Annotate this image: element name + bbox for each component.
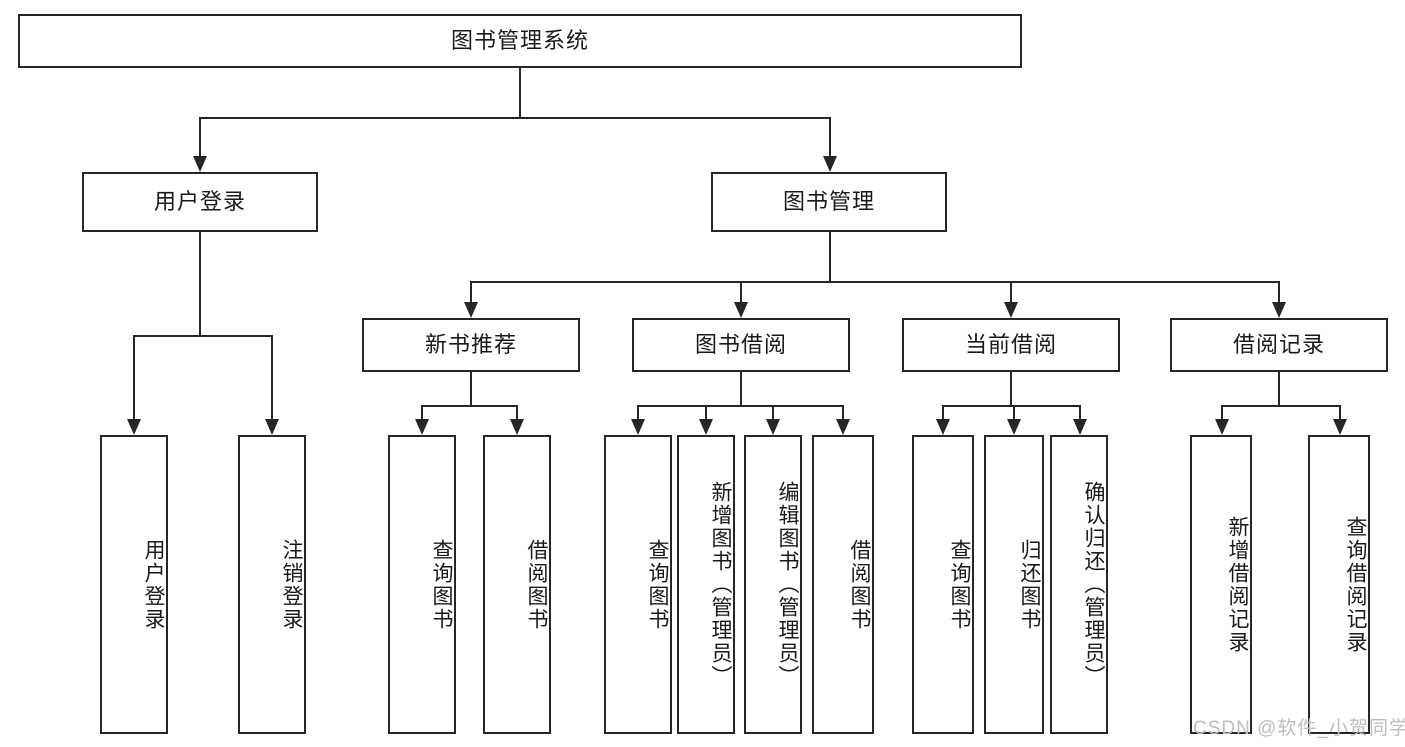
edge-user-stem	[199, 232, 201, 335]
edge-record-stem	[1278, 372, 1280, 405]
edge-root-to-user	[199, 117, 201, 156]
edge-current-to-leaf-0	[942, 405, 944, 419]
arrowhead-book-to-l3-3	[1272, 302, 1286, 318]
leaf-add-book-admin-label: 新增图书（管理员）	[709, 481, 732, 688]
edge-book-to-l3-1	[740, 281, 742, 302]
arrowhead-current-to-leaf-0	[936, 419, 950, 435]
leaf-logout[interactable]: 注销登录	[238, 435, 306, 734]
leaf-add-borrow-record-label: 新增借阅记录	[1226, 515, 1249, 654]
edge-current-stem	[1010, 372, 1012, 405]
leaf-query-borrow-record[interactable]: 查询借阅记录	[1308, 435, 1370, 734]
edge-root-stem	[519, 68, 521, 117]
node-root-label: 图书管理系统	[450, 27, 589, 53]
node-user-login[interactable]: 用户登录	[82, 172, 318, 232]
node-new-book-recommend[interactable]: 新书推荐	[362, 318, 580, 372]
node-book-borrow-label: 图书借阅	[694, 331, 787, 357]
leaf-query-book-borrow[interactable]: 查询图书	[604, 435, 672, 734]
leaf-return-book[interactable]: 归还图书	[984, 435, 1044, 734]
leaf-query-book-current[interactable]: 查询图书	[912, 435, 974, 734]
arrowhead-current-to-leaf-2	[1073, 419, 1087, 435]
arrowhead-record-to-leaf-1	[1333, 419, 1347, 435]
edge-book-bar	[470, 281, 1279, 283]
leaf-confirm-return-admin[interactable]: 确认归还（管理员）	[1050, 435, 1108, 734]
edge-current-to-leaf-2	[1079, 405, 1081, 419]
arrowhead-record-to-leaf-0	[1215, 419, 1229, 435]
node-current-borrow-label: 当前借阅	[964, 331, 1057, 357]
edge-current-to-leaf-1	[1013, 405, 1015, 419]
node-borrow-record[interactable]: 借阅记录	[1170, 318, 1388, 372]
edge-recommend-bar	[421, 405, 518, 407]
node-new-book-recommend-label: 新书推荐	[424, 331, 517, 357]
edge-record-to-leaf-1	[1339, 405, 1341, 419]
leaf-user-login[interactable]: 用户登录	[100, 435, 168, 734]
leaf-add-book-admin[interactable]: 新增图书（管理员）	[677, 435, 735, 734]
leaf-return-book-label: 归还图书	[1018, 538, 1041, 631]
leaf-query-book-recommend[interactable]: 查询图书	[388, 435, 456, 734]
node-user-login-label: 用户登录	[153, 188, 246, 214]
edge-book-to-l3-2	[1010, 281, 1012, 302]
edge-user-to-leaf-0	[133, 335, 135, 419]
arrowhead-borrow-to-leaf-0	[631, 419, 645, 435]
edge-borrow-stem	[740, 372, 742, 405]
edge-current-bar	[942, 405, 1079, 407]
edge-user-bar	[133, 335, 271, 337]
leaf-add-borrow-record[interactable]: 新增借阅记录	[1190, 435, 1252, 734]
arrowhead-book-to-l3-1	[734, 302, 748, 318]
arrowhead-recommend-to-leaf-0	[415, 419, 429, 435]
leaf-borrow-book-recommend[interactable]: 借阅图书	[483, 435, 551, 734]
arrowhead-user-to-leaf-0	[127, 419, 141, 435]
arrowhead-recommend-to-leaf-1	[510, 419, 524, 435]
edge-recommend-to-leaf-0	[421, 405, 423, 419]
leaf-query-book-recommend-label: 查询图书	[430, 538, 453, 631]
edge-recommend-to-leaf-1	[516, 405, 518, 419]
leaf-borrow-book[interactable]: 借阅图书	[812, 435, 874, 734]
arrowhead-borrow-to-leaf-2	[766, 419, 780, 435]
edge-root-to-book	[829, 117, 831, 156]
leaf-edit-book-admin[interactable]: 编辑图书（管理员）	[744, 435, 802, 734]
arrowhead-current-to-leaf-1	[1007, 419, 1021, 435]
leaf-borrow-book-recommend-label: 借阅图书	[525, 538, 548, 631]
arrowhead-book-to-l3-2	[1004, 302, 1018, 318]
arrowhead-book-to-l3-0	[464, 302, 478, 318]
edge-book-to-l3-3	[1278, 281, 1280, 302]
leaf-edit-book-admin-label: 编辑图书（管理员）	[776, 481, 799, 688]
edge-record-to-leaf-0	[1221, 405, 1223, 419]
edge-book-to-l3-0	[470, 281, 472, 302]
node-root-system[interactable]: 图书管理系统	[18, 14, 1022, 68]
edge-borrow-bar	[637, 405, 844, 407]
arrowhead-borrow-to-leaf-1	[699, 419, 713, 435]
arrowhead-borrow-to-leaf-3	[836, 419, 850, 435]
leaf-query-book-current-label: 查询图书	[948, 538, 971, 631]
edge-record-bar	[1221, 405, 1339, 407]
edge-root-bar	[199, 117, 830, 119]
node-book-borrow[interactable]: 图书借阅	[632, 318, 850, 372]
watermark-text: CSDN @软件_小贺同学	[1193, 718, 1405, 739]
edge-recommend-stem	[470, 372, 472, 405]
leaf-borrow-book-label: 借阅图书	[848, 538, 871, 631]
leaf-query-borrow-record-label: 查询借阅记录	[1344, 515, 1367, 654]
node-book-management-label: 图书管理	[782, 188, 875, 214]
node-book-management[interactable]: 图书管理	[711, 172, 947, 232]
edge-borrow-to-leaf-2	[772, 405, 774, 419]
arrowhead-user-to-leaf-1	[265, 419, 279, 435]
leaf-confirm-return-admin-label: 确认归还（管理员）	[1082, 481, 1105, 688]
edge-borrow-to-leaf-3	[842, 405, 844, 419]
leaf-query-book-borrow-label: 查询图书	[646, 538, 669, 631]
node-current-borrow[interactable]: 当前借阅	[902, 318, 1120, 372]
edge-borrow-to-leaf-0	[637, 405, 639, 419]
arrowhead-root-to-user	[193, 156, 207, 172]
node-borrow-record-label: 借阅记录	[1232, 331, 1325, 357]
edge-borrow-to-leaf-1	[705, 405, 707, 419]
edge-user-to-leaf-1	[271, 335, 273, 419]
leaf-user-login-label: 用户登录	[142, 538, 165, 631]
arrowhead-root-to-book	[823, 156, 837, 172]
leaf-logout-label: 注销登录	[280, 538, 303, 631]
edge-book-stem	[829, 232, 831, 281]
